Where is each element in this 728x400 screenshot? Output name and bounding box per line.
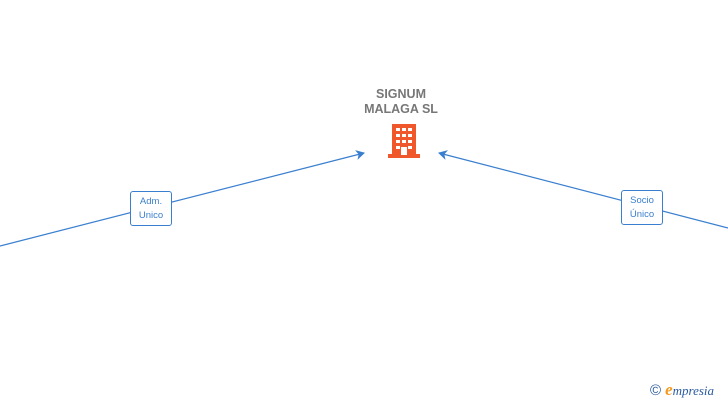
- brand-logo: ©empresia: [650, 380, 715, 399]
- relation-label-adm-unico[interactable]: Adm. Unico: [130, 191, 172, 226]
- brand-initial: e: [665, 380, 673, 399]
- company-name[interactable]: SIGNUM MALAGA SL: [300, 87, 502, 117]
- copyright-icon: ©: [650, 382, 662, 399]
- company-name-line1: SIGNUM: [376, 87, 426, 101]
- relation-label-line1: Adm.: [139, 196, 163, 207]
- brand-name: mpresia: [672, 383, 715, 398]
- edge-adm-unico: [0, 150, 365, 247]
- relation-label-line1: Socio: [630, 195, 654, 206]
- company-name-line2: MALAGA SL: [364, 102, 438, 116]
- relation-label-line2: Único: [629, 209, 655, 220]
- relation-label-socio-unico[interactable]: Socio Único: [621, 190, 663, 225]
- building-icon[interactable]: [388, 124, 420, 158]
- edge-socio-unico: [438, 150, 728, 229]
- relation-label-line2: Unico: [138, 210, 164, 221]
